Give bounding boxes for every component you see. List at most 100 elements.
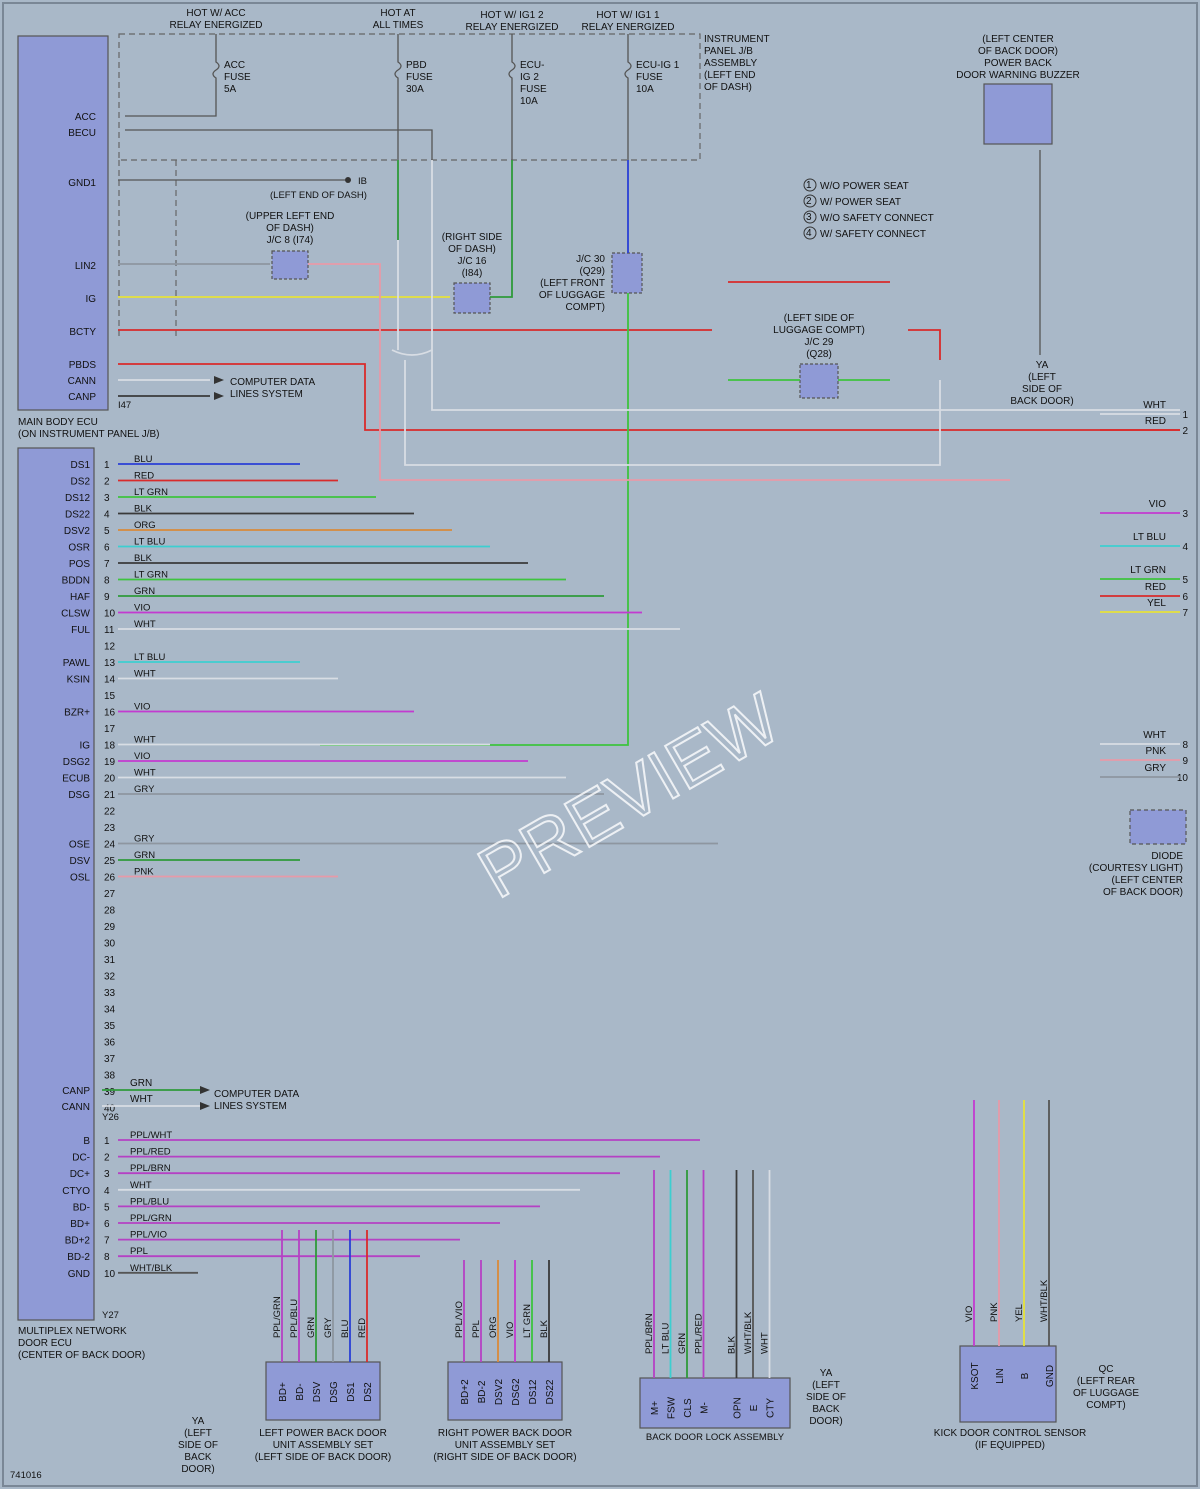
unit-pin-label: E — [749, 1404, 760, 1411]
svg-text:HOT AT: HOT AT — [380, 8, 415, 19]
door-wire-color: GRY — [134, 834, 155, 845]
door-wire-color-lower: PPL/GRN — [130, 1213, 172, 1224]
svg-text:ALL TIMES: ALL TIMES — [373, 20, 424, 31]
door-pin-num-lower: 2 — [104, 1153, 110, 1164]
door-wire-color: GRN — [134, 586, 155, 597]
unit-wire-color: PNK — [989, 1302, 1000, 1322]
svg-text:RELAY ENERGIZED: RELAY ENERGIZED — [170, 20, 263, 31]
door-pin-num: 1 — [104, 460, 110, 471]
door-ecu-box — [17, 447, 95, 1321]
unit-pin-label: DSG2 — [511, 1378, 522, 1406]
unit-wire-color: PPL/BLU — [289, 1299, 300, 1338]
svg-text:(LEFT END OF DASH): (LEFT END OF DASH) — [270, 190, 367, 201]
door-pin-num: 34 — [104, 1005, 116, 1016]
svg-text:(ON INSTRUMENT PANEL J/B): (ON INSTRUMENT PANEL J/B) — [18, 429, 160, 440]
door-wire-color: BLK — [134, 504, 153, 515]
jc29-box — [799, 363, 839, 399]
right-wire-color: RED — [1145, 416, 1166, 427]
svg-text:HOT W/ ACC: HOT W/ ACC — [186, 8, 245, 19]
door-pin-label: DS2 — [71, 477, 91, 488]
svg-text:IG: IG — [85, 294, 96, 305]
door-wire-color: VIO — [134, 751, 150, 762]
right-wire-color: GRY — [1145, 763, 1167, 774]
door-pin-num-lower: 10 — [104, 1269, 116, 1280]
ig1-fuse-label: ECU-IG 1 FUSE 10A — [636, 60, 680, 95]
door-pin-num-lower: 1 — [104, 1136, 110, 1147]
door-pin-label: BZR+ — [64, 708, 90, 719]
svg-text:UNIT ASSEMBLY SET: UNIT ASSEMBLY SET — [273, 1440, 374, 1451]
right-wire-color: LT BLU — [1133, 532, 1166, 543]
svg-text:(LEFT: (LEFT — [812, 1380, 840, 1391]
svg-text:YA: YA — [1036, 360, 1049, 371]
unit-wire-color: BLK — [539, 1319, 550, 1338]
svg-text:KICK DOOR CONTROL SENSOR: KICK DOOR CONTROL SENSOR — [934, 1428, 1086, 1439]
svg-text:LUGGAGE COMPT): LUGGAGE COMPT) — [773, 325, 865, 336]
unit-wire-color: PPL/GRN — [272, 1296, 283, 1338]
svg-text:DOOR): DOOR) — [181, 1464, 214, 1475]
door-wire-color: WHT — [134, 619, 156, 630]
unit-pin-label: OPN — [733, 1397, 744, 1419]
door-pin-label: DSG2 — [63, 757, 91, 768]
svg-text:ACC: ACC — [224, 60, 245, 71]
unit-pin-label: DS2 — [363, 1382, 374, 1402]
svg-text:4: 4 — [806, 228, 812, 239]
door-pin-num: 7 — [104, 559, 110, 570]
svg-text:(LEFT END: (LEFT END — [704, 70, 756, 81]
door-pin-num: 38 — [104, 1071, 116, 1082]
unit-wire-color: VIO — [964, 1306, 975, 1322]
svg-text:MULTIPLEX NETWORK: MULTIPLEX NETWORK — [18, 1326, 127, 1337]
svg-text:10A: 10A — [520, 96, 538, 107]
svg-text:W/O SAFETY CONNECT: W/O SAFETY CONNECT — [820, 213, 934, 224]
door-wire-color-lower: PPL/WHT — [130, 1130, 172, 1141]
svg-text:RELAY ENERGIZED: RELAY ENERGIZED — [582, 22, 675, 33]
svg-text:(I84): (I84) — [462, 268, 483, 279]
main-body-ecu-box — [17, 35, 109, 411]
jc8-box — [271, 250, 309, 280]
right-wire-color: WHT — [1143, 400, 1166, 411]
svg-text:2: 2 — [806, 196, 812, 207]
door-wire-color: BLK — [134, 553, 153, 564]
svg-text:OF DASH): OF DASH) — [266, 223, 314, 234]
svg-text:SIDE OF: SIDE OF — [806, 1392, 846, 1403]
main-computer-lines: COMPUTER DATA LINES SYSTEM — [230, 377, 316, 400]
door-pin-label-lower: B — [83, 1136, 90, 1147]
door-pin-num: 30 — [104, 939, 116, 950]
door-pin-num: 16 — [104, 708, 116, 719]
door-pin-num: 18 — [104, 741, 116, 752]
door-wire-color: VIO — [134, 702, 150, 713]
door-wire-color-lower: WHT/BLK — [130, 1263, 173, 1274]
door-wire-color: LT BLU — [134, 537, 165, 548]
door-wire-color: WHT — [134, 768, 156, 779]
door-pin-num: 13 — [104, 658, 116, 669]
instrument-panel-jb-box — [118, 33, 701, 161]
ig1-header: HOT W/ IG1 1 RELAY ENERGIZED — [582, 10, 675, 33]
svg-text:FUSE: FUSE — [224, 72, 251, 83]
svg-text:(LEFT: (LEFT — [184, 1428, 212, 1439]
svg-text:DOOR): DOOR) — [809, 1416, 842, 1427]
unit-pin-label: BD- — [295, 1383, 306, 1400]
door-pin-num: 4 — [104, 510, 110, 521]
door-pin-num: 24 — [104, 840, 116, 851]
ground-ya-left: YA (LEFT SIDE OF BACK DOOR) — [178, 1416, 218, 1475]
unit-pin-label: CLS — [683, 1398, 694, 1418]
unit-pin-label: KSOT — [970, 1362, 981, 1389]
door-pin-label-lower: BD-2 — [67, 1252, 90, 1263]
right-unit-name: RIGHT POWER BACK DOOR UNIT ASSEMBLY SET … — [433, 1428, 576, 1463]
svg-text:DOOR WARNING BUZZER: DOOR WARNING BUZZER — [956, 70, 1080, 81]
svg-text:FUSE: FUSE — [520, 84, 547, 95]
jc8-label: (UPPER LEFT END OF DASH) J/C 8 (I74) — [246, 211, 335, 246]
door-pin-label: DSG — [68, 790, 90, 801]
svg-text:1: 1 — [806, 180, 812, 191]
svg-text:(Q28): (Q28) — [806, 349, 832, 360]
door-pin-num: 15 — [104, 691, 116, 702]
buzzer-label: (LEFT CENTER OF BACK DOOR) POWER BACK DO… — [956, 34, 1080, 81]
door-pin-num-lower: 7 — [104, 1236, 110, 1247]
door-pin-label: OSE — [69, 840, 90, 851]
svg-text:LINES SYSTEM: LINES SYSTEM — [214, 1101, 287, 1112]
door-wire-color-lower: PPL/BLU — [130, 1196, 169, 1207]
door-pin-label-lower: BD+2 — [65, 1236, 91, 1247]
unit-wire-color: WHT/BLK — [1039, 1279, 1050, 1322]
door-wire-color: PNK — [134, 867, 154, 878]
